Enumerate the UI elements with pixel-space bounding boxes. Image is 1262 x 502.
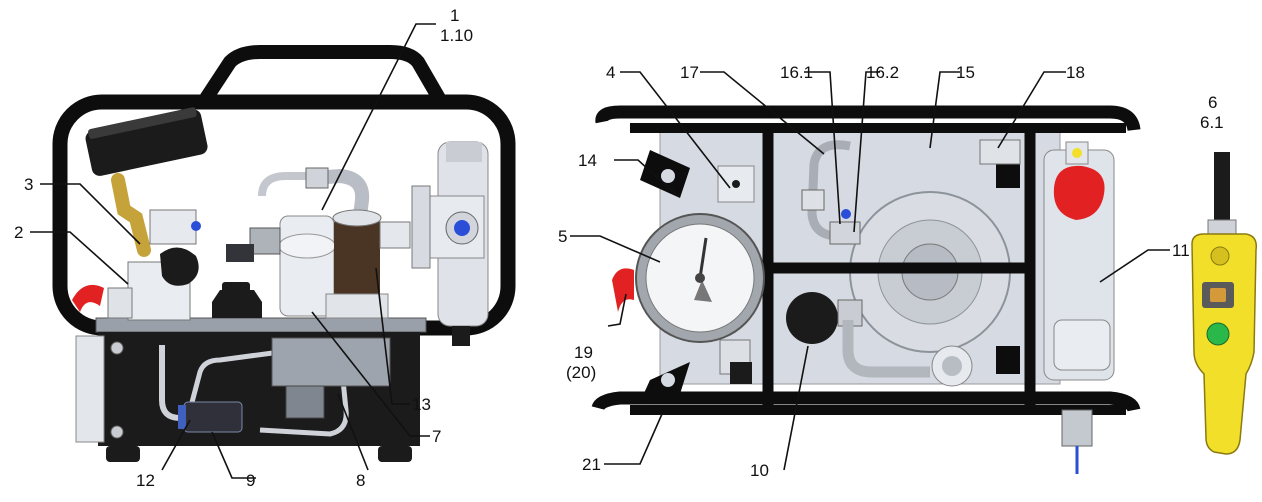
valve-block	[271, 337, 391, 387]
hose-17	[807, 140, 851, 241]
top-frame-outer-top	[595, 105, 1141, 132]
label-1: 1	[450, 6, 460, 25]
label-7: 7	[432, 427, 442, 446]
hose-return	[842, 320, 930, 378]
gauge-stem	[111, 173, 151, 257]
label-10: 10	[750, 461, 769, 480]
pressure-gauge-top	[635, 213, 765, 343]
foot-right	[378, 446, 412, 462]
label-2: 2	[14, 223, 24, 242]
label-1-10: 1.10	[440, 26, 474, 45]
pendant-remote	[1191, 152, 1258, 455]
label-4: 4	[606, 63, 616, 82]
filler-cap	[212, 290, 262, 318]
carry-handle	[199, 45, 447, 104]
solenoid-coil	[334, 218, 380, 298]
label-15: 15	[956, 63, 975, 82]
adjust-knob	[160, 247, 199, 286]
label-14: 14	[578, 151, 597, 170]
red-cap-11	[1053, 165, 1105, 220]
label-5: 5	[558, 227, 568, 246]
label-6-1: 6.1	[1200, 113, 1224, 132]
top-frame-outer-bottom	[591, 391, 1141, 413]
label-3: 3	[24, 175, 34, 194]
red-lever-19	[612, 268, 634, 312]
label-18: 18	[1066, 63, 1085, 82]
label-9: 9	[246, 471, 256, 490]
label-21: 21	[582, 455, 601, 474]
label-19: 19	[574, 343, 593, 362]
label-8: 8	[356, 471, 366, 490]
label-17: 17	[680, 63, 699, 82]
label-11: 11	[1172, 241, 1190, 260]
reservoir-flange	[75, 335, 105, 443]
suction-filter	[183, 401, 243, 433]
label-16-1: 16.1	[780, 63, 814, 82]
top-view	[591, 105, 1141, 474]
side-view	[52, 45, 516, 462]
fitting-18	[979, 139, 1021, 165]
red-cable-clip	[72, 284, 104, 312]
foot-left	[106, 446, 140, 462]
label-6: 6	[1208, 93, 1218, 112]
pendant-body	[1191, 233, 1258, 455]
label-13: 13	[412, 395, 431, 414]
filler-cap-top	[786, 292, 838, 344]
pendant-cable	[1214, 152, 1230, 224]
leader-lines	[30, 23, 1170, 479]
pressure-gauge-side	[85, 107, 208, 176]
label-20: (20)	[566, 363, 597, 382]
label-12: 12	[136, 471, 155, 490]
label-16-2: 16.2	[866, 63, 900, 82]
